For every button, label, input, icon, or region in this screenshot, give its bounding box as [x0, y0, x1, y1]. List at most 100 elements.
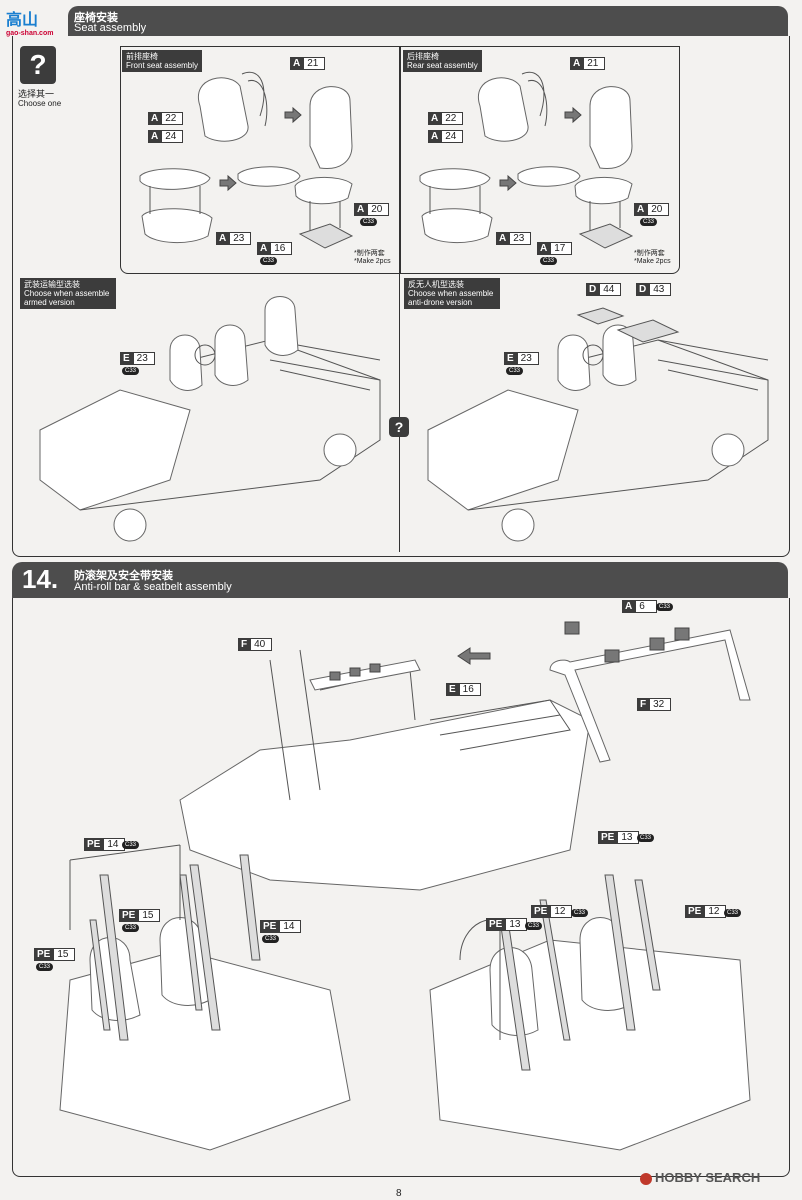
part-number: 20 — [367, 203, 390, 216]
color-code-pe12-a: C33 — [571, 909, 589, 917]
drone-plate-d43 — [616, 319, 680, 343]
part-letter: F — [238, 638, 251, 651]
part-number: 12 — [550, 905, 573, 918]
part-letter: F — [637, 698, 650, 711]
part-letter: A — [537, 242, 551, 255]
part-letter: A — [257, 242, 271, 255]
steering-wheel — [194, 344, 216, 366]
step13-frame — [12, 36, 790, 557]
part-number: 16 — [270, 242, 293, 255]
armed-vehicle-diagram — [39, 296, 381, 542]
part-number: 44 — [599, 283, 622, 296]
color-code-a16: C33 — [260, 257, 278, 265]
part-number: 21 — [303, 57, 326, 70]
drone-box-d44 — [576, 307, 625, 325]
vehicle-hood — [39, 389, 191, 511]
part-number: 15 — [53, 948, 76, 961]
part-letter: PE — [260, 920, 280, 933]
part-letter: A — [496, 232, 510, 245]
part-number: 23 — [132, 352, 155, 365]
part-number: 43 — [649, 283, 672, 296]
make-2pcs-front: *制作两套 *Make 2pcs — [354, 250, 391, 266]
part-letter: E — [120, 352, 133, 365]
step13-title-en: Seat assembly — [74, 22, 147, 34]
seat-front-left — [169, 334, 203, 391]
seat-base-part — [421, 208, 493, 244]
watermark-text: gao-shan.com — [6, 30, 54, 37]
seat-guide-lines — [429, 186, 481, 214]
seat-base-part — [141, 208, 213, 244]
armed-version-label: 武装运输型选装 Choose when assemble armed versi… — [20, 278, 116, 309]
rear-seat-label-cn: 后排座椅 — [407, 52, 439, 61]
seat-rail-part — [578, 223, 634, 249]
front-seatbelt-diagram — [59, 844, 351, 1151]
color-code-a20-front: C33 — [360, 218, 378, 226]
question-icon: ? — [20, 46, 56, 84]
seat-front-right — [602, 324, 637, 386]
front-seat-panel — [120, 46, 400, 274]
rear-seatbelt-diagram — [429, 874, 751, 1151]
rear-seat-diagram — [419, 71, 634, 249]
antidrone-label-en: Choose when assemble anti-drone version — [408, 289, 494, 307]
part-letter: A — [148, 130, 162, 143]
part-number: 23 — [229, 232, 252, 245]
step14-header: 14. 防滚架及安全带安装 Anti-roll bar & seatbelt a… — [12, 562, 788, 598]
rear-wheel — [711, 433, 745, 467]
part-letter: PE — [84, 838, 104, 851]
arrow-left — [457, 647, 491, 665]
color-code-a17: C33 — [540, 257, 558, 265]
part-letter: PE — [598, 831, 618, 844]
part-number: 15 — [138, 909, 161, 922]
part-number: 22 — [441, 112, 464, 125]
rollbar-part-f32 — [549, 629, 751, 763]
seat-rear-right — [264, 296, 299, 356]
light-unit-3 — [369, 663, 381, 673]
color-code-pe13-b: C33 — [525, 922, 543, 930]
seat-back-part — [477, 77, 529, 142]
step14-title-en: Anti-roll bar & seatbelt assembly — [74, 581, 232, 593]
color-code-pe15-b: C33 — [36, 963, 54, 971]
part-number: 14 — [279, 920, 302, 933]
antidrone-version-label: 反无人机型选装 Choose when assemble anti-drone … — [404, 278, 500, 309]
choose-one-cn: 选择其一 — [18, 89, 55, 99]
part-number: 21 — [583, 57, 606, 70]
antidrone-vehicle-diagram — [427, 307, 769, 542]
part-number: 14 — [103, 838, 126, 851]
make-2pcs-en: *Make 2pcs — [634, 258, 671, 265]
seat-cushion-assembled — [517, 166, 581, 187]
part-letter: E — [446, 683, 459, 696]
seat-assembled — [589, 86, 633, 170]
vehicle-hood — [427, 389, 579, 511]
part-number: 23 — [516, 352, 539, 365]
color-code-pe14-b: C33 — [262, 935, 280, 943]
light-box-1 — [564, 621, 580, 635]
part-number: 32 — [649, 698, 672, 711]
seat-cushion-assembled — [237, 166, 301, 187]
seat-rail-part — [298, 223, 354, 249]
part-letter: E — [504, 352, 517, 365]
part-number: 17 — [550, 242, 573, 255]
choose-one-en: Choose one — [18, 99, 62, 108]
color-code-a6: C33 — [656, 603, 674, 611]
light-box-3 — [649, 637, 665, 651]
armed-label-en: Choose when assemble armed version — [24, 289, 110, 307]
belt-pe12-left — [539, 899, 571, 1041]
front-wheel — [113, 508, 147, 542]
part-number: 22 — [161, 112, 184, 125]
make-2pcs-cn: *制作两套 — [634, 250, 665, 257]
